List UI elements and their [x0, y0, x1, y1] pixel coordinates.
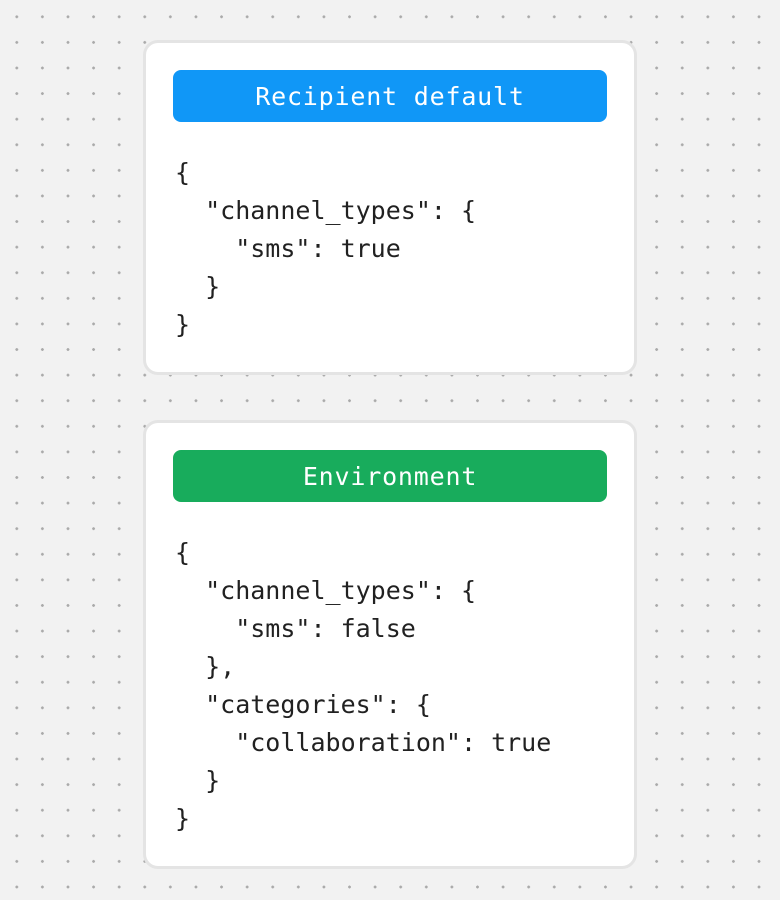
- environment-badge: Environment: [173, 450, 607, 502]
- recipient-default-badge-label: Recipient default: [255, 81, 525, 111]
- recipient-default-json-code: { "channel_types": { "sms": true } }: [175, 158, 477, 339]
- card-recipient-default: Recipient default { "channel_types": { "…: [143, 40, 637, 375]
- environment-json-code: { "channel_types": { "sms": false }, "ca…: [175, 538, 552, 833]
- environment-badge-label: Environment: [302, 461, 478, 491]
- recipient-default-badge: Recipient default: [173, 70, 607, 122]
- card-environment: Environment { "channel_types": { "sms": …: [143, 420, 637, 869]
